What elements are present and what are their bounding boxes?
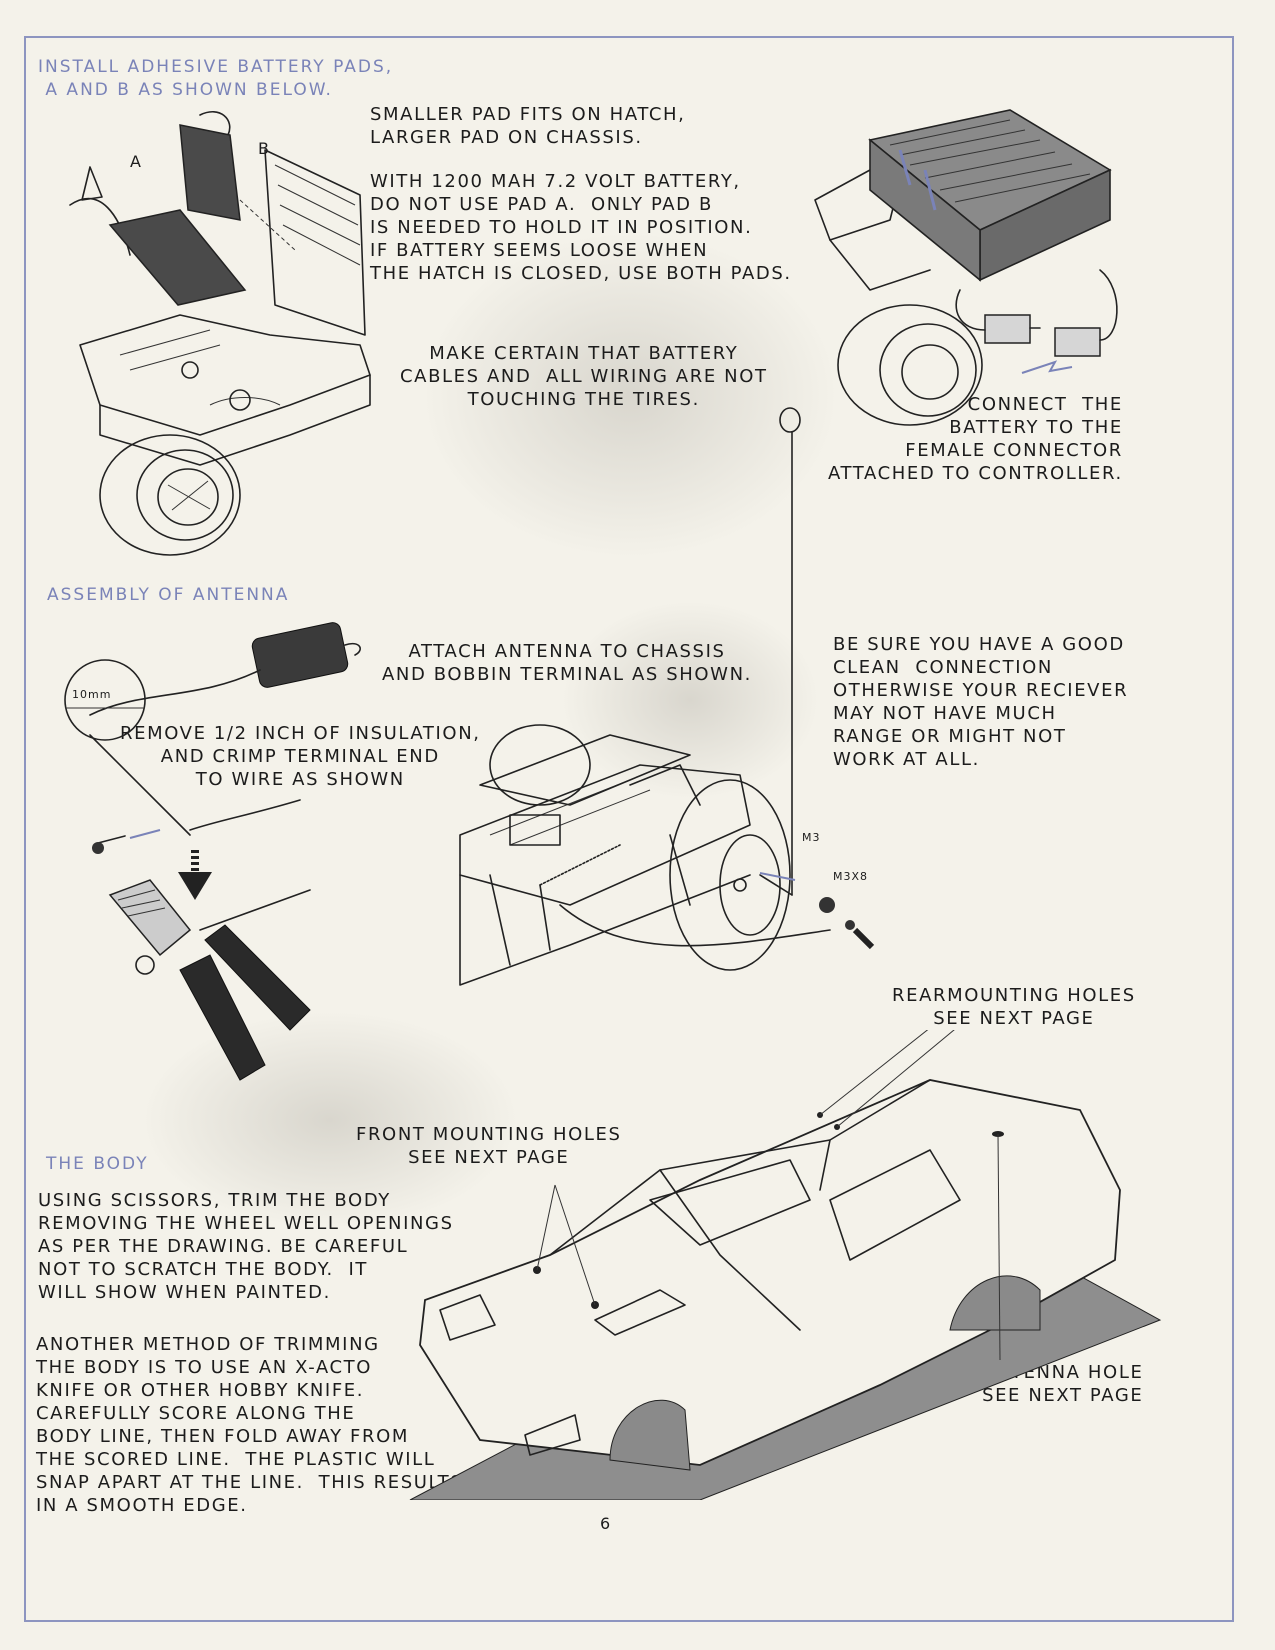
pad-size-note: SMALLER PAD FITS ON HATCH, LARGER PAD ON… <box>370 104 686 148</box>
wiring-clearance-note: MAKE CERTAIN THAT BATTERY CABLES AND ALL… <box>400 343 768 410</box>
smudge <box>420 230 840 560</box>
connect-battery-note: CONNECT THE BATTERY TO THE FEMALE CONNEC… <box>828 394 1123 484</box>
antenna-bobbin <box>251 622 349 688</box>
battery-pads-heading: INSTALL ADHESIVE BATTERY PADS, A AND B A… <box>38 57 394 100</box>
male-connector <box>984 314 1031 344</box>
battery-pad-instructions: WITH 1200 MAH 7.2 VOLT BATTERY, DO NOT U… <box>370 171 792 284</box>
clean-connection-note: BE SURE YOU HAVE A GOOD CLEAN CONNECTION… <box>833 634 1129 770</box>
crimping-pliers <box>108 879 192 957</box>
pad-b <box>179 124 241 221</box>
trim-body-instructions: USING SCISSORS, TRIM THE BODY REMOVING T… <box>38 1190 454 1303</box>
pad-b-label: B <box>258 139 271 158</box>
page-number: 6 <box>600 1514 612 1533</box>
front-mounting-holes-label: FRONT MOUNTING HOLES SEE NEXT PAGE <box>356 1124 622 1168</box>
rear-mounting-holes-label: REARMOUNTING HOLES SEE NEXT PAGE <box>892 985 1136 1029</box>
pad-a-label: A <box>130 152 143 171</box>
chassis-battery-pads-illustration <box>69 110 371 556</box>
body-heading: THE BODY <box>46 1154 149 1174</box>
antenna-wire-and-crimp-illustration <box>64 622 361 1081</box>
car-body-illustration <box>409 1030 1162 1500</box>
antenna-heading: ASSEMBLY OF ANTENNA <box>47 585 290 605</box>
pad-a <box>108 209 247 306</box>
attach-antenna-note: ATTACH ANTENNA TO CHASSIS AND BOBBIN TER… <box>382 641 752 685</box>
smudge <box>560 600 820 800</box>
hobby-knife-instructions: ANOTHER METHOD OF TRIMMING THE BODY IS T… <box>36 1334 464 1516</box>
female-connector <box>1054 327 1101 357</box>
measure-label: 10mm <box>72 688 112 701</box>
remove-insulation-note: REMOVE 1/2 INCH OF INSULATION, AND CRIMP… <box>120 723 481 790</box>
m3-washer-label: M3 <box>802 831 821 844</box>
smudge <box>140 1010 520 1230</box>
antenna-chassis-mount-illustration <box>459 407 875 986</box>
battery-connection-illustration <box>814 109 1118 426</box>
page-frame <box>24 36 1234 1622</box>
m3x8-screw-label: M3X8 <box>833 870 869 883</box>
